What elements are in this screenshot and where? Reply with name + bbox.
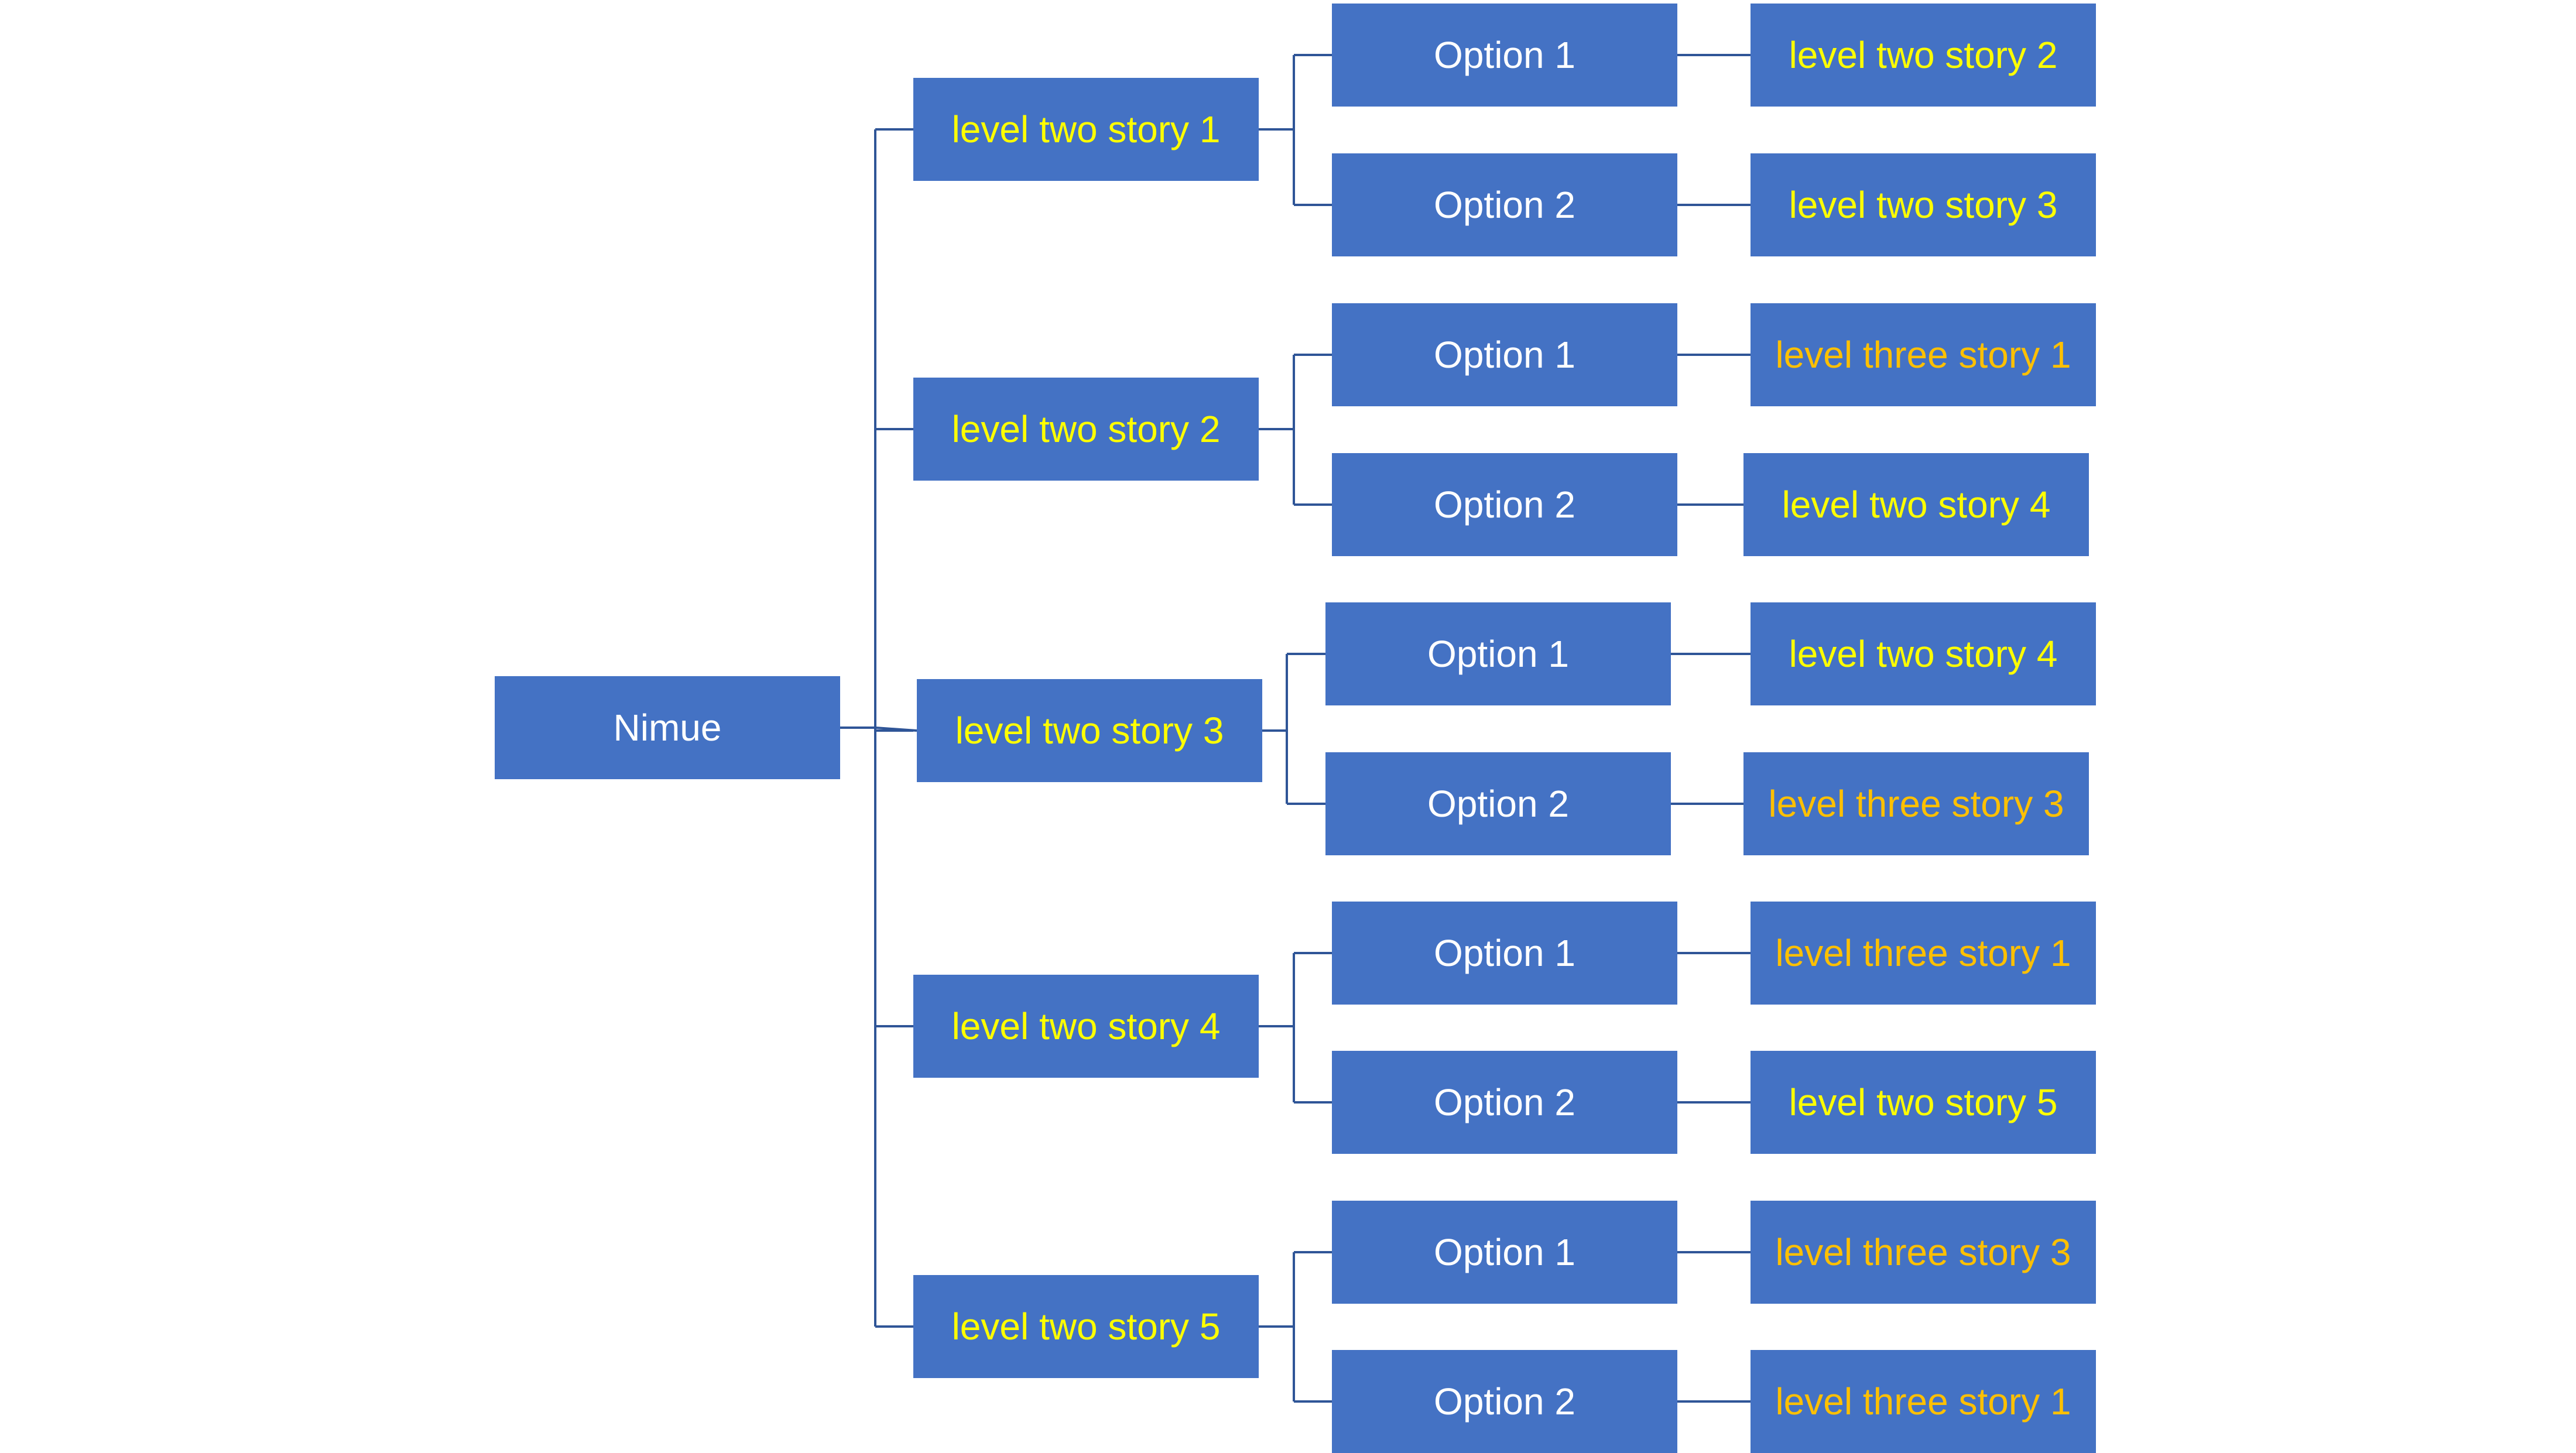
option-node-4-2: Option 2 [1332,1051,1677,1154]
option-node-3-1: Option 1 [1325,602,1671,705]
level-two-node-4: level two story 4 [913,975,1259,1078]
option-node-3-2: Option 2 [1325,752,1671,855]
target-node-5-2: level three story 1 [1751,1350,2096,1453]
target-node-2-1: level three story 1 [1751,303,2096,406]
option-node-2-1: Option 1 [1332,303,1677,406]
target-node-1-1: level two story 2 [1751,4,2096,107]
target-node-3-2: level three story 3 [1743,752,2089,855]
target-node-3-1: level two story 4 [1751,602,2096,705]
level-two-node-1: level two story 1 [913,78,1259,181]
option-node-4-1: Option 1 [1332,902,1677,1005]
level-two-node-3: level two story 3 [917,679,1262,782]
level-two-node-5: level two story 5 [913,1275,1259,1378]
option-node-2-2: Option 2 [1332,453,1677,556]
option-node-1-1: Option 1 [1332,4,1677,107]
target-node-1-2: level two story 3 [1751,153,2096,256]
option-node-5-1: Option 1 [1332,1201,1677,1304]
option-node-1-2: Option 2 [1332,153,1677,256]
root-node: Nimue [495,676,840,779]
target-node-4-1: level three story 1 [1751,902,2096,1005]
target-node-2-2: level two story 4 [1743,453,2089,556]
target-node-5-1: level three story 3 [1751,1201,2096,1304]
option-node-5-2: Option 2 [1332,1350,1677,1453]
target-node-4-2: level two story 5 [1751,1051,2096,1154]
level-two-node-2: level two story 2 [913,378,1259,481]
